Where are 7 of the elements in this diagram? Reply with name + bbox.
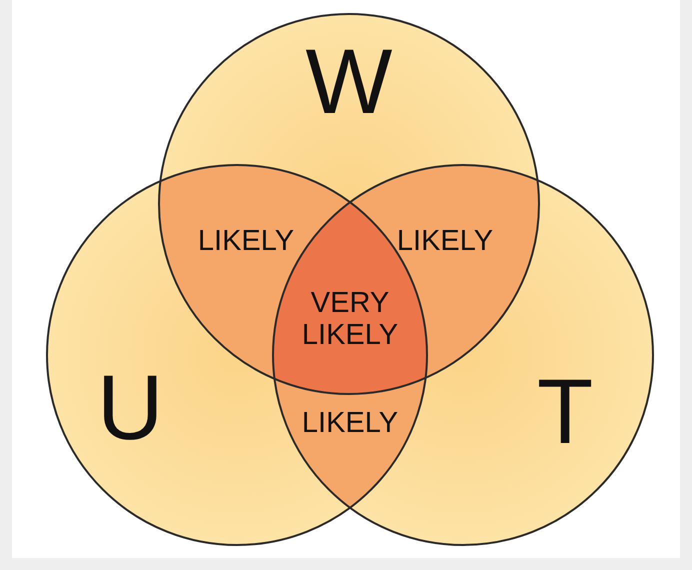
region-label: VERY LIKELY bbox=[300, 288, 400, 352]
region-label: LIKELY bbox=[300, 408, 400, 440]
set-letter: W bbox=[306, 32, 392, 133]
set-letter: U bbox=[97, 358, 164, 459]
region-label: LIKELY bbox=[196, 226, 296, 258]
region-label: LIKELY bbox=[396, 226, 494, 258]
set-letter: T bbox=[537, 362, 594, 463]
